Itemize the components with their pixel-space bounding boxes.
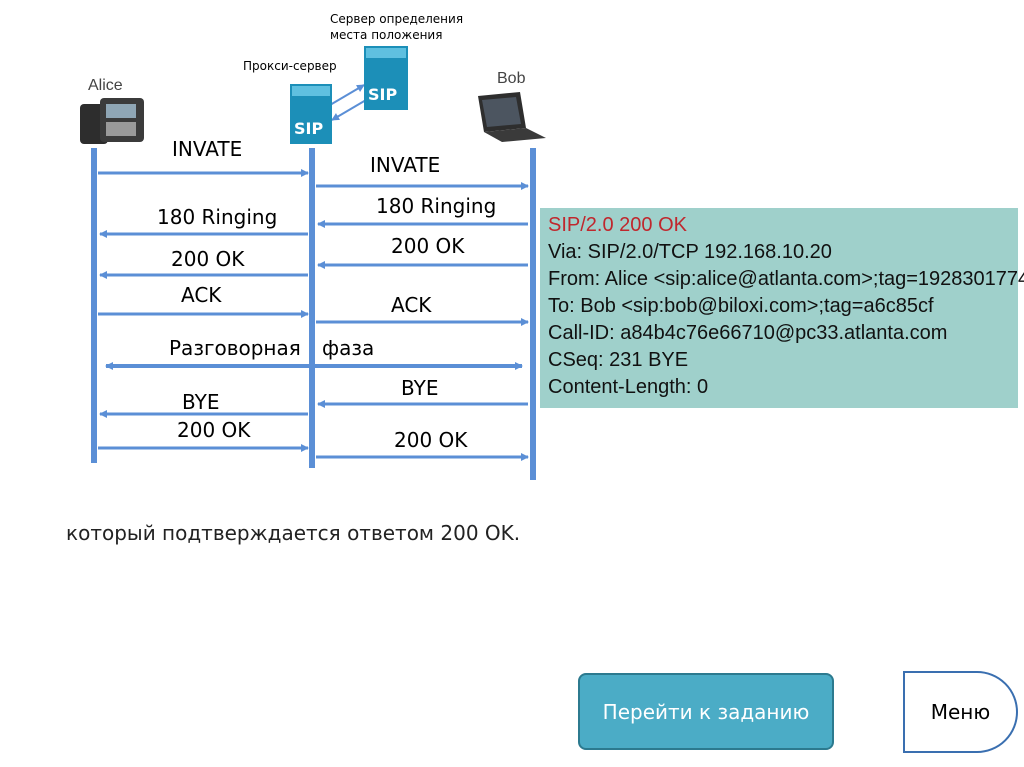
label-ok2-left: 200 OK (177, 418, 251, 442)
sip-header-content-length: Content-Length: 0 (548, 376, 709, 398)
proxy-server-label: Прокси-сервер (243, 59, 337, 73)
sip-status-line: SIP/2.0 200 OK (548, 214, 687, 236)
caption-text: который подтверждается ответом 200 OK. (66, 521, 521, 545)
sip-location-server-icon: SIP (364, 46, 408, 110)
sip-header-cseq: CSeq: 231 BYE (548, 349, 689, 371)
label-invite-left: INVATE (172, 137, 243, 161)
label-ok-right: 200 OK (391, 234, 465, 258)
laptop-icon (478, 92, 546, 142)
bob-label: Bob (497, 70, 526, 87)
sip-header-call-id: Call-ID: a84b4c76e66710@pc33.atlanta.com (548, 322, 948, 344)
sip-header-from: From: Alice <sip:alice@atlanta.com>;tag=… (548, 268, 1024, 290)
label-ok2-right: 200 OK (394, 428, 468, 452)
label-ack-right: ACK (391, 293, 432, 317)
location-server-label-line2: места положения (330, 28, 443, 42)
phone-icon (80, 98, 144, 144)
label-talk-left: Разговорная (169, 336, 301, 360)
svg-text:SIP: SIP (294, 119, 323, 138)
label-bye-right: BYE (401, 376, 439, 400)
label-talk-right: фаза (322, 336, 375, 360)
alice-label: Alice (88, 77, 123, 94)
label-invite-right: INVATE (370, 153, 441, 177)
go-to-task-label: Перейти к заданию (602, 699, 810, 724)
location-server-label-line1: Сервер определения (330, 12, 464, 26)
sip-proxy-server-icon: SIP (290, 84, 332, 144)
label-ringing-left: 180 Ringing (157, 205, 278, 229)
arrow-location-proxy (331, 99, 367, 121)
arrow-proxy-location (329, 84, 365, 106)
sip-header-to: To: Bob <sip:bob@biloxi.com>;tag=a6c85cf (548, 295, 934, 317)
menu-button[interactable]: Меню (903, 671, 1018, 753)
label-bye-left: BYE (182, 390, 220, 414)
svg-text:SIP: SIP (368, 85, 397, 104)
label-ok-left: 200 OK (171, 247, 245, 271)
go-to-task-button[interactable]: Перейти к заданию (578, 673, 834, 750)
label-ringing-right: 180 Ringing (376, 194, 497, 218)
sip-header-via: Via: SIP/2.0/TCP 192.168.10.20 (548, 241, 832, 263)
label-ack-left: ACK (181, 283, 222, 307)
menu-label: Меню (930, 700, 991, 724)
sip-message-box: SIP/2.0 200 OK Via: SIP/2.0/TCP 192.168.… (540, 208, 1024, 408)
